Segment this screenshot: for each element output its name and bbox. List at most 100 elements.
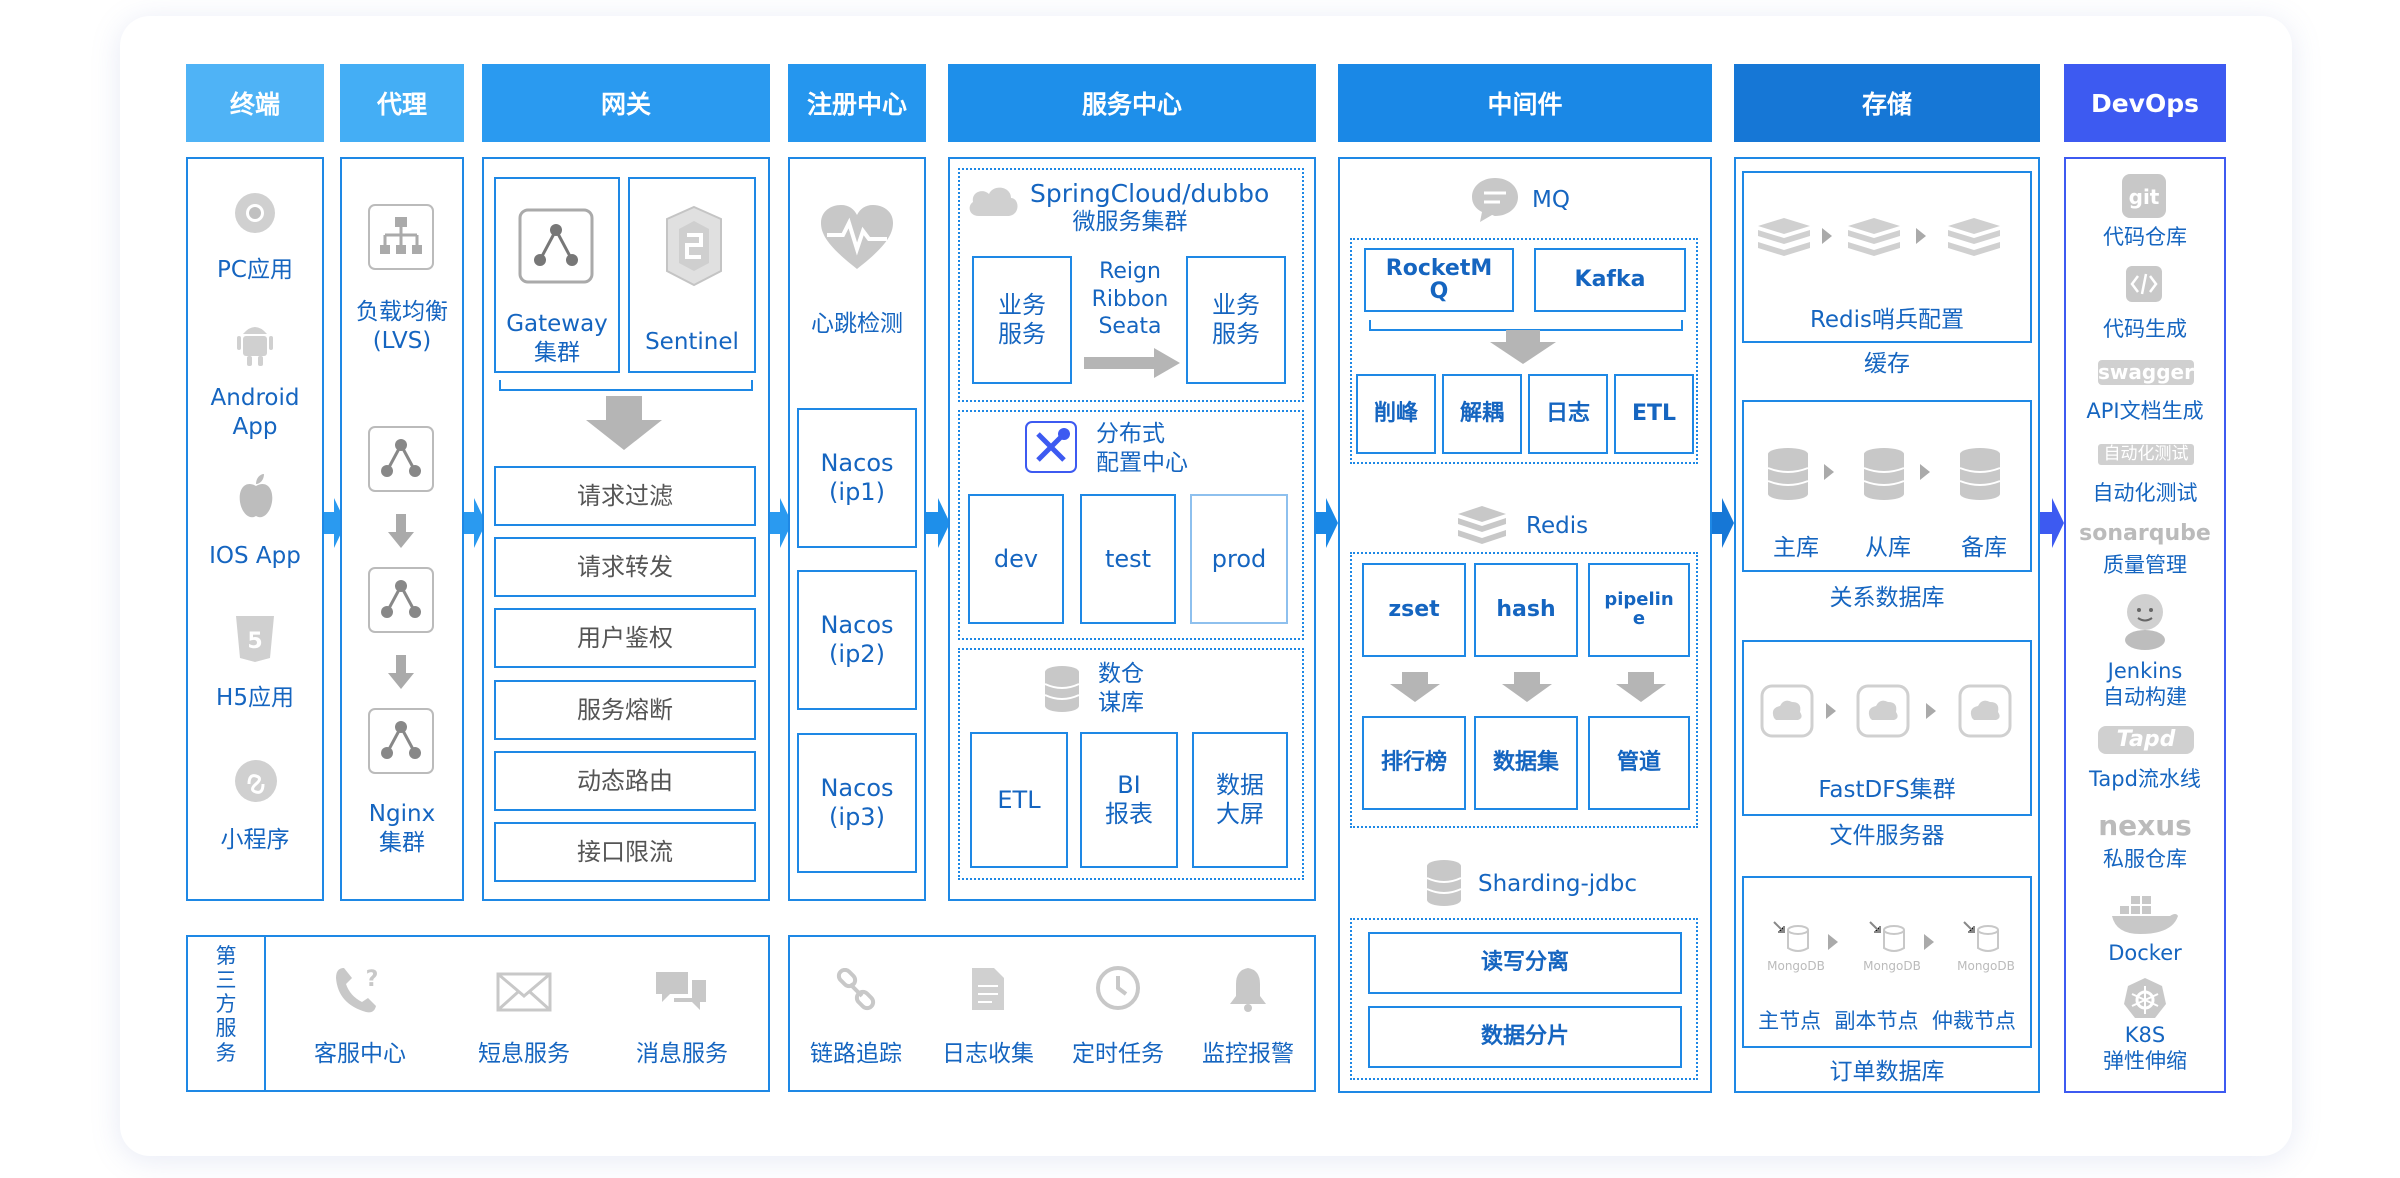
database-icon [1044, 666, 1080, 712]
redis-pipe: 管道 [1588, 716, 1690, 810]
autotest-logo: 自动化测试 [2098, 444, 2194, 466]
down-arrow-icon [586, 396, 662, 450]
tapd-logo: Tapd [2098, 726, 2194, 754]
ops-alert: 监控报警 [1202, 1041, 1294, 1067]
bracket-line [499, 380, 753, 391]
sharding-group [1350, 918, 1698, 1080]
fastdfs-icon [1760, 684, 2012, 738]
nginx-node-icon-3 [368, 708, 434, 774]
chat-bubble-icon [1472, 178, 1518, 222]
swagger-logo: swagger [2098, 360, 2194, 385]
database-icon [1426, 860, 1462, 906]
nacos-node-1: Nacos (ip1) [797, 408, 917, 548]
third-party-panel [186, 935, 770, 1092]
nginx-node-icon-2 [368, 567, 434, 633]
flow-arrow-2 [462, 498, 486, 548]
dw-title: 数仓 谋库 [1098, 661, 1144, 716]
ops-trace: 链路追踪 [810, 1041, 902, 1067]
devops-autotest: 自动化测试 [2092, 481, 2198, 505]
header-registry: 注册中心 [788, 64, 926, 142]
mq-kafka: Kafka [1534, 248, 1686, 312]
header-storage: 存储 [1734, 64, 2040, 142]
flow-arrow-7 [2040, 498, 2064, 548]
redis-dataset: 数据集 [1474, 716, 1578, 810]
bell-icon [1230, 968, 1266, 1012]
db-backup: 备库 [1961, 535, 2007, 561]
redis-zset: zset [1362, 563, 1466, 657]
right-arrow-icon [1084, 348, 1180, 378]
ops-panel [788, 935, 1316, 1092]
gateway-func-6: 接口限流 [494, 822, 756, 882]
dw-screen: 数据 大屏 [1192, 732, 1288, 868]
gateway-func-3: 用户鉴权 [494, 608, 756, 668]
svg-text:?: ? [366, 967, 379, 992]
rpc-label: Reign Ribbon Seata [1091, 259, 1169, 339]
rdb-label: 关系数据库 [1829, 585, 1945, 611]
proxy-lb: 负载均衡 (LVS) [356, 299, 448, 354]
mq-rocketmq: RocketM Q [1364, 248, 1514, 312]
clock-icon [1096, 966, 1140, 1010]
nacos-node-3: Nacos (ip3) [797, 733, 917, 873]
flow-arrow-3 [768, 498, 792, 548]
document-icon [972, 968, 1004, 1010]
file-server-label: 文件服务器 [1829, 823, 1945, 849]
third-party-message: 消息服务 [636, 1041, 728, 1067]
flow-arrow-5 [1314, 498, 1338, 548]
redis-group [1350, 552, 1698, 828]
cache-label: 缓存 [1864, 351, 1910, 377]
link-icon [836, 968, 876, 1011]
redis-sentinel-box [1742, 171, 2032, 343]
sonarqube-logo: sonarqube [2079, 521, 2211, 546]
miniprogram-icon [235, 760, 277, 802]
config-title: 分布式 配置中心 [1096, 421, 1188, 476]
tools-icon [1025, 421, 1077, 473]
devops-jenkins: Jenkins 自动构建 [2103, 659, 2187, 710]
gateway-func-5: 动态路由 [494, 751, 756, 811]
mq-func-2: 解耦 [1442, 374, 1522, 454]
git-icon: git [2122, 174, 2166, 218]
terminal-miniprogram: 小程序 [220, 827, 290, 853]
devops-nexus: 私服仓库 [2103, 847, 2187, 871]
third-party-title: 第 三 方 服 务 [215, 944, 237, 1065]
ops-scheduler: 定时任务 [1072, 1041, 1164, 1067]
down-arrow-icon [388, 655, 414, 689]
mq-func-4: ETL [1614, 374, 1694, 454]
redis-hash: hash [1474, 563, 1578, 657]
devops-tapd: Tapd流水线 [2089, 767, 2201, 791]
third-party-title-cell [186, 935, 266, 1092]
redis-pipeline: pipelin e [1588, 563, 1690, 657]
header-proxy: 代理 [340, 64, 464, 142]
header-terminal: 终端 [186, 64, 324, 142]
header-service: 服务中心 [948, 64, 1316, 142]
devops-quality: 质量管理 [2103, 553, 2187, 577]
jenkins-icon [2125, 594, 2165, 650]
header-devops: DevOps [2064, 64, 2226, 142]
sharding-rw: 读写分离 [1368, 932, 1682, 994]
gateway-cluster-label: Gateway 集群 [506, 311, 608, 366]
microservice-title: SpringCloud/dubbo [1030, 179, 1270, 208]
redis-title: Redis [1526, 513, 1589, 539]
mongo-box [1742, 876, 2032, 1048]
svg-text:MongoDB: MongoDB [1863, 959, 1921, 973]
redis-cluster-icon [1758, 218, 2000, 256]
proxy-nginx: Nginx 集群 [368, 801, 436, 856]
nacos-node-2: Nacos (ip2) [797, 570, 917, 710]
flow-arrow-6 [1710, 498, 1734, 548]
gateway-func-2: 请求转发 [494, 537, 756, 597]
phone-support-icon: ? [336, 967, 379, 1013]
down-arrow-icon [1390, 672, 1440, 702]
nginx-node-icon-1 [368, 426, 434, 492]
terminal-android: Android App [210, 385, 300, 440]
ops-log: 日志收集 [942, 1041, 1034, 1067]
redis-rank: 排行榜 [1362, 716, 1466, 810]
data-warehouse [958, 648, 1304, 880]
terminal-h5: H5应用 [216, 685, 294, 711]
env-test: test [1080, 494, 1176, 624]
svg-text:git: git [2129, 185, 2160, 209]
gateway-func-1: 请求过滤 [494, 466, 756, 526]
nexus-logo: nexus [2098, 809, 2192, 842]
gateway-icon [518, 208, 594, 284]
apple-icon [239, 474, 273, 518]
k8s-icon [2124, 978, 2166, 1018]
down-arrow-icon [1490, 330, 1556, 364]
